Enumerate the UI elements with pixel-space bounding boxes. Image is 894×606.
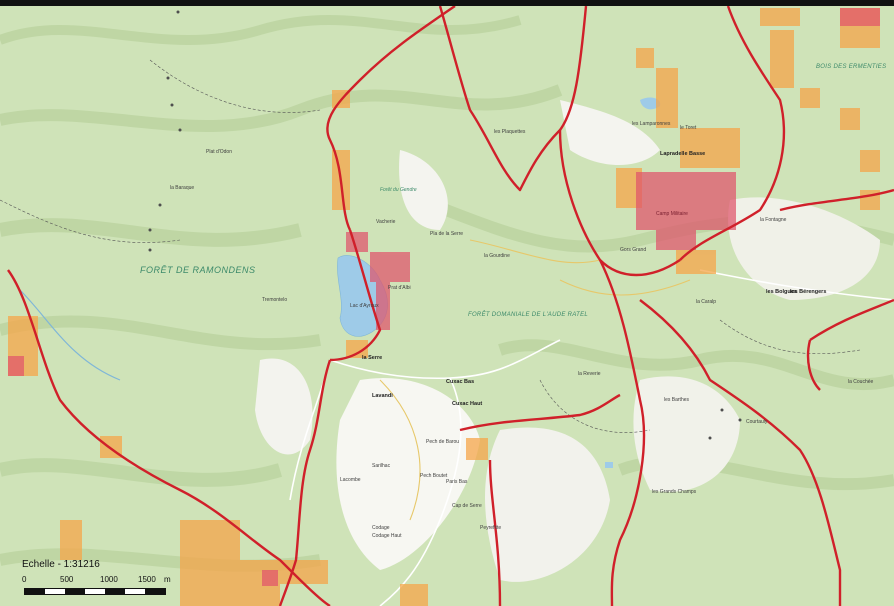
place-label: Tremontelo <box>262 297 288 303</box>
place-label: les Plaquettes <box>494 129 526 135</box>
forest-label: FORÊT DOMANIALE DE L'AUDE RATEL <box>468 312 589 318</box>
scale-tick: 0 <box>22 575 27 584</box>
scale-segment <box>25 589 45 594</box>
place-label: Lac d'Ayroux <box>350 303 379 309</box>
place-label: Lacombe <box>340 477 361 483</box>
place-label: la Gourdine <box>484 253 510 259</box>
place-label: les Barthes <box>664 397 690 403</box>
place-label: Prat d'Albi <box>388 285 411 291</box>
place-label: les Bolgues <box>766 289 797 295</box>
scale-bar <box>24 588 166 595</box>
place-label: Cuxac Haut <box>452 401 483 407</box>
place-label: les Lamparonnes <box>632 121 671 127</box>
scale-ticks: 0 500 1000 1500 m <box>22 575 182 585</box>
place-label: Courtauly <box>746 419 768 425</box>
place-label: Sarilhac <box>372 463 391 469</box>
place-label: Lapradelle Basse <box>660 151 706 157</box>
forest-label: FORÊT DE RAMONDENS <box>140 265 256 275</box>
place-label: Pla de la Serre <box>430 231 464 237</box>
place-label: Plat d'Odon <box>206 149 232 155</box>
place-label: les Bérengers <box>790 289 827 295</box>
scale-tick: 1500 <box>138 575 156 584</box>
place-label: le Toret <box>680 125 697 131</box>
place-label: la Couchée <box>848 379 874 385</box>
place-label: Pech Boutet <box>420 473 448 479</box>
scale-title: Echelle - 1:31216 <box>22 559 100 570</box>
place-label: la Reverie <box>578 371 601 377</box>
scale-segment <box>145 589 165 594</box>
scale-segment <box>65 589 85 594</box>
place-label: Forêt du Gendre <box>380 187 417 193</box>
place-label: Cap de Serre <box>452 503 482 509</box>
scale-segment <box>105 589 125 594</box>
scale-tick: 1000 <box>100 575 118 584</box>
map-header-strip <box>0 0 894 6</box>
place-label: la Caralp <box>696 299 717 305</box>
scale-tick: m <box>164 575 171 584</box>
place-label: Pech de Barou <box>426 439 460 445</box>
place-label: Gors Grand <box>620 247 647 253</box>
restricted-zone-label: Camp Militaire <box>656 211 688 217</box>
scale-tick: 500 <box>60 575 74 584</box>
place-label: Peyrefitte <box>480 525 502 531</box>
scale-box: Echelle - 1:31216 0 500 1000 1500 m <box>14 555 182 601</box>
place-label: Codage <box>372 525 390 531</box>
place-label: la Fontagne <box>760 217 787 223</box>
place-label: Lavandi <box>372 393 393 399</box>
place-label: les Grands Champs <box>652 489 697 495</box>
forest-label: BOIS DES ERMENTIES <box>816 64 887 70</box>
place-label: la Baraque <box>170 185 195 191</box>
place-label: la Serre <box>362 355 383 361</box>
place-label: Cuxac Bas <box>446 379 475 385</box>
place-label: Paris Bas <box>446 479 468 485</box>
place-label: Codage Haut <box>372 533 402 539</box>
place-label: Vacherie <box>376 219 396 225</box>
